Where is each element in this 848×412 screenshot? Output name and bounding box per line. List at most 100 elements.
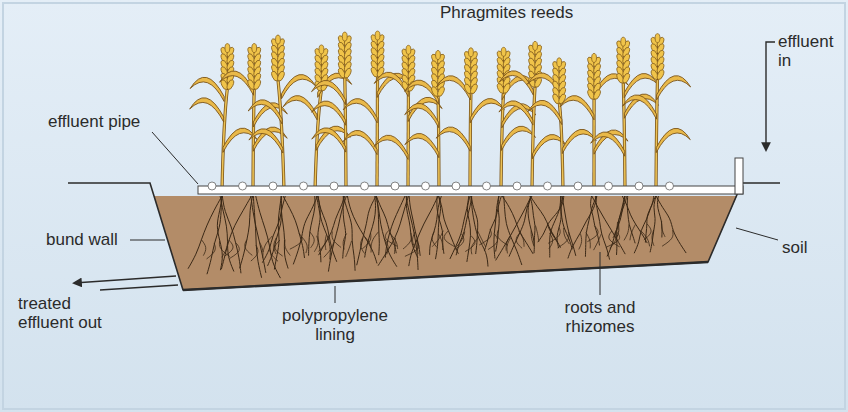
outlet-arrow xyxy=(100,285,178,290)
reed-grain xyxy=(253,79,262,91)
part-label: treated effluent out xyxy=(18,294,122,332)
reed-stem xyxy=(623,82,625,190)
reed-grain xyxy=(436,51,441,60)
root xyxy=(562,196,576,256)
reed-stem xyxy=(345,77,346,190)
rootlet xyxy=(285,240,291,256)
root xyxy=(568,196,597,258)
root xyxy=(256,196,281,278)
rootlet xyxy=(456,232,465,248)
rootlet xyxy=(263,236,272,252)
root xyxy=(627,196,635,243)
rootlet xyxy=(225,240,233,256)
bund-outline xyxy=(68,183,780,290)
reed-stem xyxy=(623,82,625,190)
reed-grain xyxy=(252,44,257,53)
reed-grain xyxy=(225,44,230,53)
effluent-pipe xyxy=(198,186,743,194)
root xyxy=(262,196,285,263)
root xyxy=(437,196,444,254)
rootlet xyxy=(417,238,419,254)
root xyxy=(281,196,288,269)
root xyxy=(365,196,376,257)
reed-stem xyxy=(532,86,535,190)
pipe-hole xyxy=(391,182,399,190)
reed-stem xyxy=(222,88,227,190)
rootlet xyxy=(432,231,443,247)
reed-leaf xyxy=(656,128,690,152)
reed-grain xyxy=(533,41,538,50)
roots xyxy=(188,196,686,278)
reed-stem xyxy=(532,86,535,190)
root xyxy=(309,196,315,256)
reed-grain xyxy=(276,35,281,44)
rootlet xyxy=(535,226,538,242)
part-label: soil xyxy=(782,238,832,257)
rootlet xyxy=(624,224,629,240)
root xyxy=(406,196,417,258)
rootlet xyxy=(314,236,318,252)
rootlet xyxy=(606,231,620,247)
rootlet xyxy=(548,227,560,243)
root xyxy=(343,196,355,271)
reed-grain xyxy=(436,86,445,98)
rootlet xyxy=(389,233,397,249)
root xyxy=(357,196,376,265)
pipe-hole xyxy=(300,182,308,190)
reed-leaf xyxy=(591,132,625,156)
reed-leaf xyxy=(622,95,656,119)
rootlet xyxy=(310,232,315,248)
reed-leaf xyxy=(249,129,283,153)
part-label: polypropylene lining xyxy=(272,306,398,344)
root xyxy=(634,196,655,253)
root xyxy=(283,196,304,258)
part-label: effluent in xyxy=(778,32,844,70)
rootlet xyxy=(444,231,455,247)
reed-leaf xyxy=(190,77,224,101)
rootlet xyxy=(587,226,598,242)
rootlet xyxy=(652,230,654,246)
reed-leaf xyxy=(374,135,408,159)
reed-grain xyxy=(621,37,626,46)
root xyxy=(528,196,534,253)
rootlet xyxy=(251,245,258,261)
pipe-hole xyxy=(483,182,491,190)
rootlet xyxy=(275,240,283,256)
reed-grain xyxy=(469,48,474,57)
reed-leaf xyxy=(248,100,282,124)
reed-stem xyxy=(222,88,227,190)
leader-line xyxy=(152,132,198,184)
pipe-hole xyxy=(574,182,582,190)
root xyxy=(596,196,610,260)
reed-leaf xyxy=(312,80,346,104)
rootlet xyxy=(324,241,334,257)
root xyxy=(240,196,253,268)
rootlet xyxy=(506,235,511,251)
part-label: roots and rhizomes xyxy=(548,298,652,336)
root xyxy=(268,196,282,266)
root xyxy=(471,196,488,267)
root xyxy=(253,196,261,278)
root xyxy=(650,196,656,252)
reed-grain xyxy=(276,70,285,82)
rootlet xyxy=(610,232,616,248)
reeds xyxy=(190,31,691,190)
reed-leaf xyxy=(405,80,439,104)
root xyxy=(467,196,471,262)
reed-stem xyxy=(469,92,472,190)
root xyxy=(439,196,459,254)
root xyxy=(376,196,397,267)
pipe-hole xyxy=(208,182,216,190)
rootlet xyxy=(343,233,346,249)
reed-stem xyxy=(437,95,440,190)
root xyxy=(347,196,377,263)
outlet-arrow xyxy=(74,276,176,283)
root xyxy=(607,196,625,256)
reed-grain xyxy=(319,45,324,54)
reed-leaf xyxy=(527,73,561,97)
root xyxy=(409,196,438,266)
root xyxy=(530,196,535,245)
rootlet xyxy=(516,232,522,248)
rootlet xyxy=(207,243,216,259)
